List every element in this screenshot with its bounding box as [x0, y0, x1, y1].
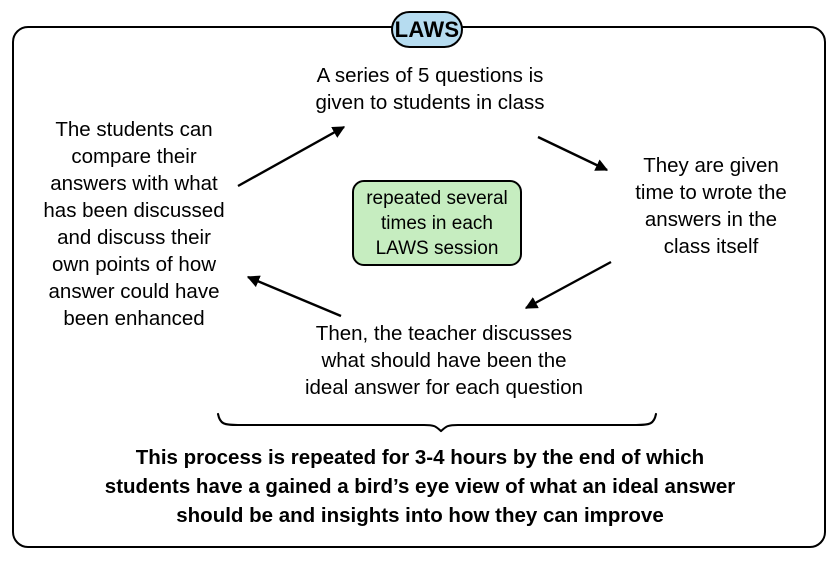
- step-questions-given: A series of 5 questions is given to stud…: [315, 64, 545, 114]
- step-teacher-discusses: Then, the teacher discusses what should …: [304, 322, 584, 399]
- step-time-to-write: They are given time to wrote the answers…: [635, 154, 787, 258]
- center-note-label: repeated several times in each LAWS sess…: [366, 187, 508, 259]
- laws-badge-label: LAWS: [394, 16, 460, 42]
- summary-text: This process is repeated for 3-4 hours b…: [104, 446, 736, 527]
- laws-badge: LAWS: [391, 11, 463, 48]
- step-students-compare: The students can compare their answers w…: [43, 118, 225, 330]
- center-note-box: repeated several times in each LAWS sess…: [352, 180, 522, 266]
